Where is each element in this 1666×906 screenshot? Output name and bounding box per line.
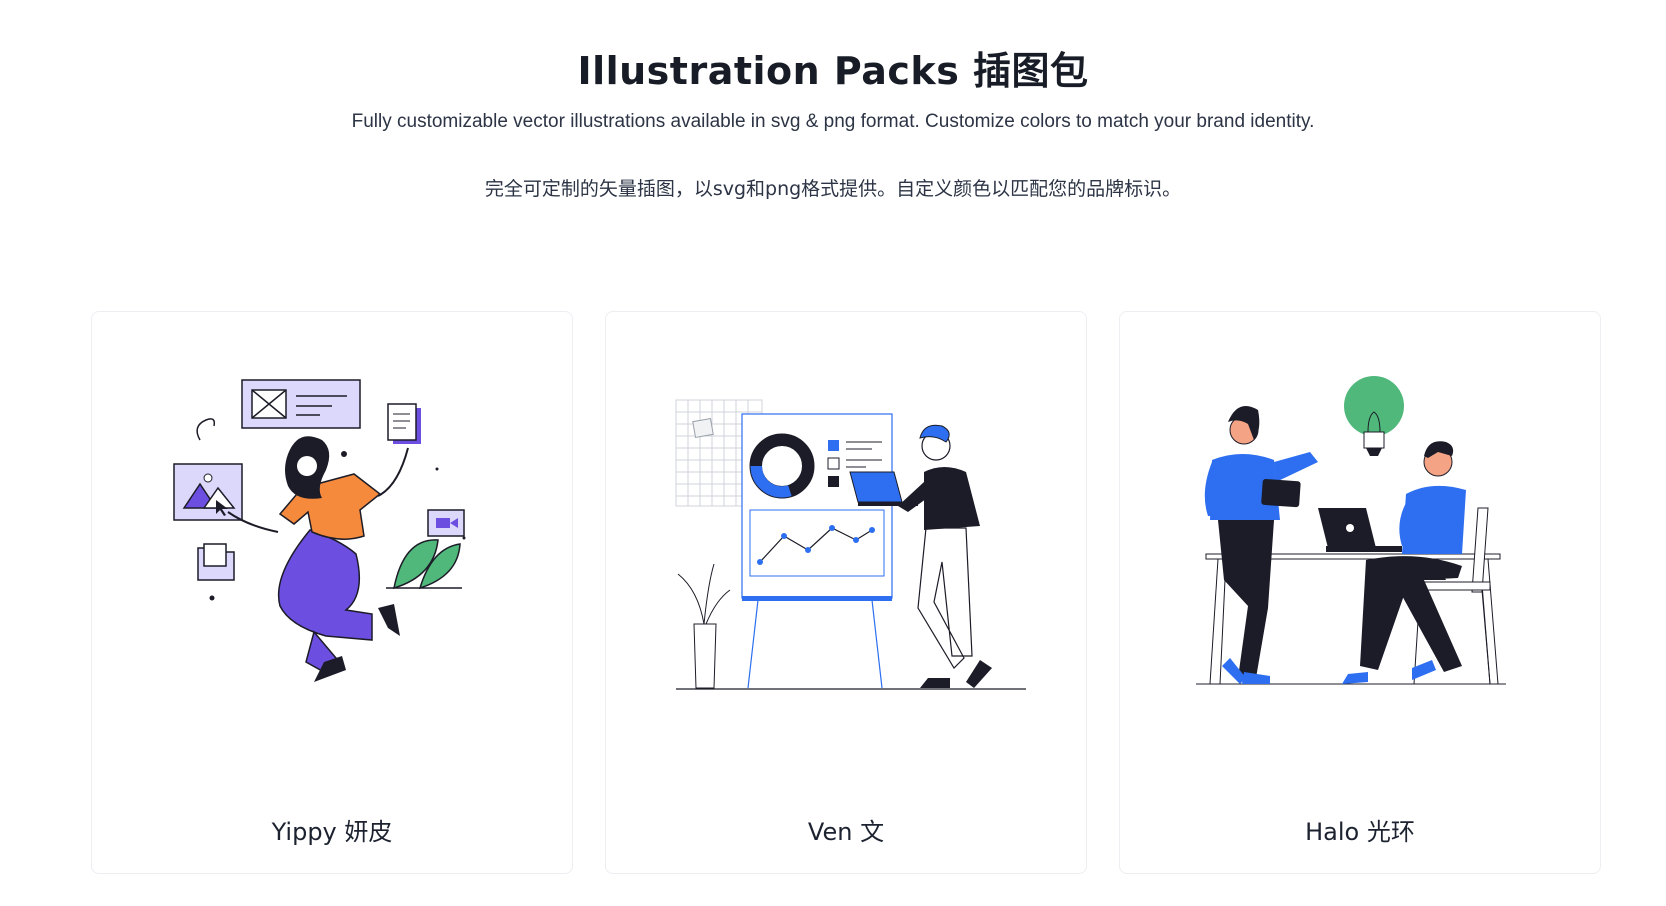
halo-illustration xyxy=(1196,376,1506,685)
pack-name-yippy[interactable]: Yippy 妍皮 xyxy=(271,818,393,846)
pack-name-halo[interactable]: Halo 光环 xyxy=(1305,818,1415,846)
ven-illustration xyxy=(675,399,1026,690)
pack-card-yippy[interactable]: Yippy 妍皮 xyxy=(91,311,573,874)
page-title: Illustration Packs 插图包 xyxy=(577,49,1089,93)
pack-card-ven[interactable]: Ven 文 xyxy=(605,311,1087,874)
yippy-illustration xyxy=(173,379,466,682)
pack-card-halo[interactable]: Halo 光环 xyxy=(1119,311,1601,874)
description-chinese: 完全可定制的矢量插图，以svg和png格式提供。自定义颜色以匹配您的品牌标识。 xyxy=(484,178,1182,200)
pack-name-ven[interactable]: Ven 文 xyxy=(807,818,885,846)
description-english: Fully customizable vector illustrations … xyxy=(351,111,1315,132)
